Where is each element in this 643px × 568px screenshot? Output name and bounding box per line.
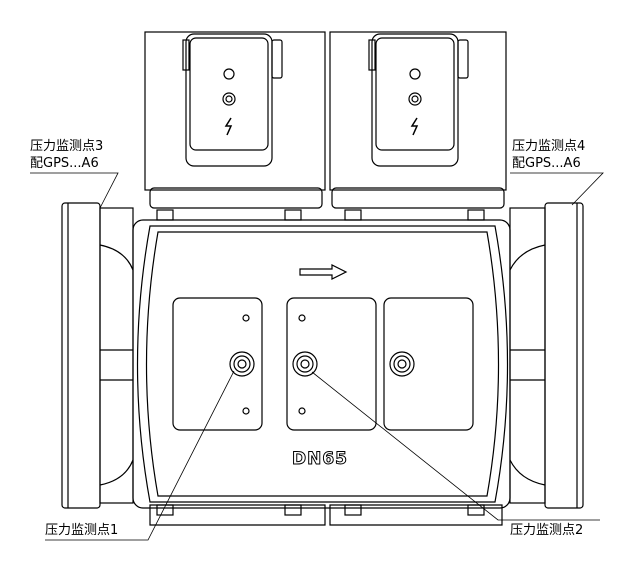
valve-body: [132, 219, 511, 526]
flange-left: [61, 202, 134, 509]
label-pressure-point-4: 压力监测点4: [512, 139, 586, 154]
bosses: [156, 209, 485, 516]
label-pressure-point-3: 压力监测点3: [30, 139, 104, 154]
label-gps-4: 配GPS...A6: [512, 156, 581, 171]
panels: [172, 297, 474, 431]
port-3: [389, 351, 415, 377]
flange-right: [509, 202, 584, 509]
leader-lines: [30, 172, 604, 541]
label-pressure-point-1: 压力监测点1: [45, 523, 119, 538]
pressure-port-2: [292, 351, 318, 377]
nominal-size-label: DN65: [292, 449, 348, 470]
label-pressure-point-2: 压力监测点2: [510, 523, 584, 538]
label-gps-3: 配GPS...A6: [30, 156, 99, 171]
actuator-right: [329, 31, 507, 209]
actuator-left: [144, 31, 326, 209]
flow-arrow-icon: [299, 264, 348, 280]
pressure-port-1: [229, 351, 255, 377]
